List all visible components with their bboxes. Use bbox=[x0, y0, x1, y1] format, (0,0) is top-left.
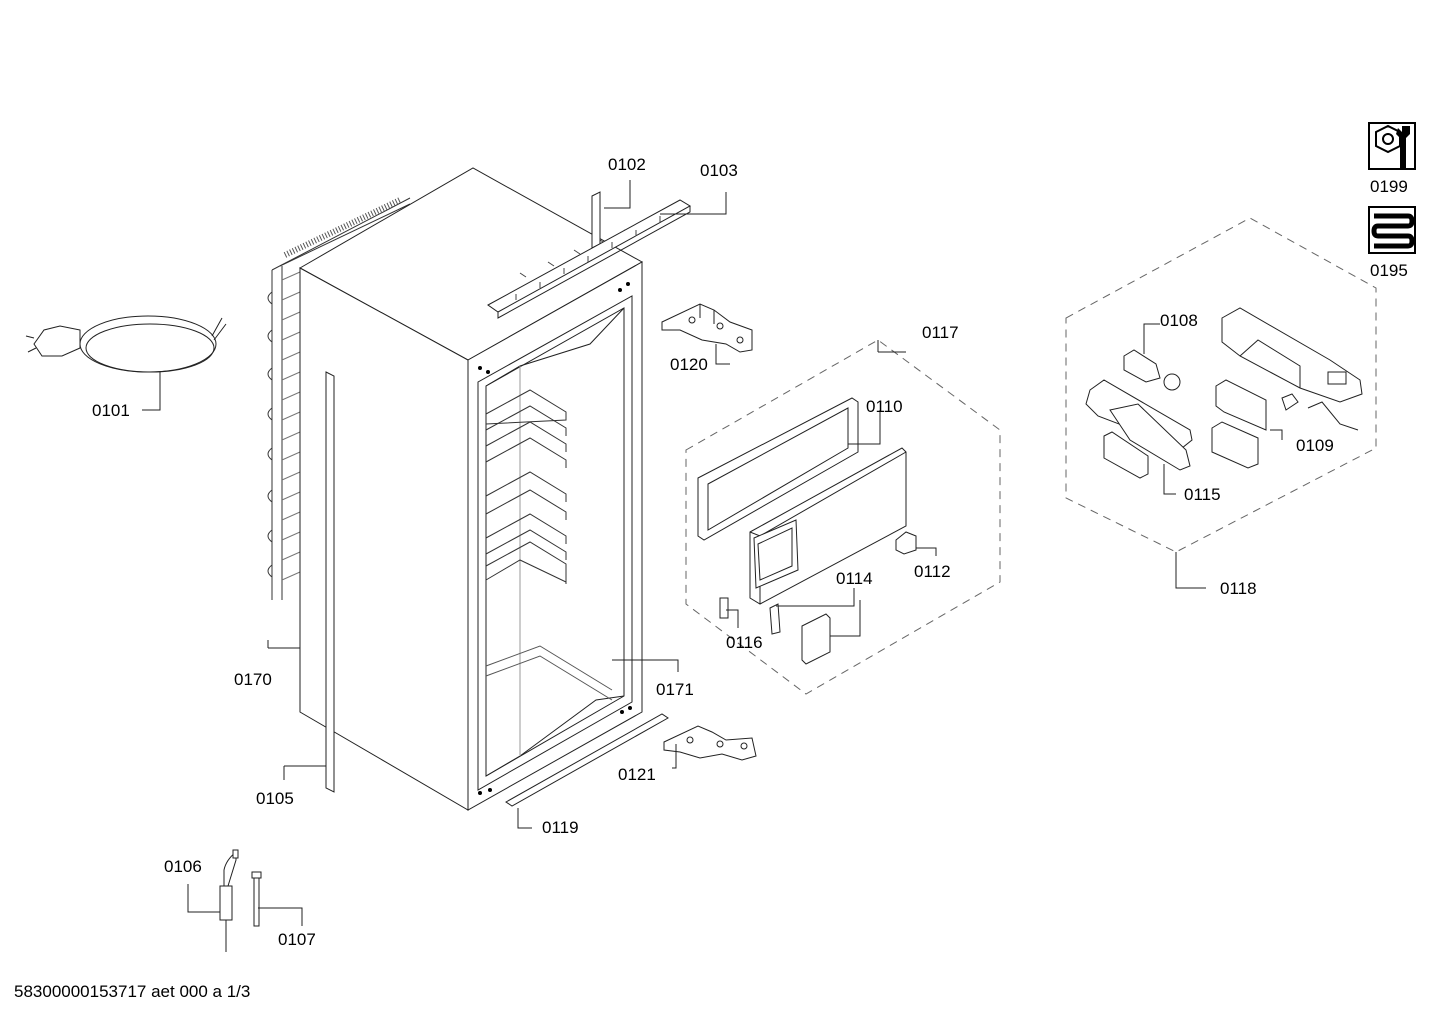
part-label-0121: 0121 bbox=[618, 765, 656, 784]
part-label-0114: 0114 bbox=[836, 569, 873, 588]
lamp-cover bbox=[1085, 379, 1193, 479]
temperature-sensor bbox=[219, 849, 239, 952]
top-rails bbox=[487, 191, 692, 319]
coil-icon bbox=[1368, 206, 1416, 254]
part-label-0170: 0170 bbox=[234, 670, 272, 689]
part-label-0103: 0103 bbox=[700, 161, 738, 180]
bottom-strip bbox=[505, 713, 669, 807]
icon-label-0195: 0195 bbox=[1370, 261, 1408, 280]
part-label-0117: 0117 bbox=[922, 323, 959, 342]
document-id-footer: 58300000153717 aet 000 a 1/3 bbox=[14, 982, 251, 1001]
part-label-0102: 0102 bbox=[608, 155, 646, 174]
part-label-0115: 0115 bbox=[1184, 485, 1221, 504]
door-frame-0110 bbox=[697, 397, 859, 541]
icon-label-0199: 0199 bbox=[1370, 177, 1408, 196]
lower-hinge bbox=[663, 725, 757, 761]
part-label-0101: 0101 bbox=[92, 401, 130, 420]
part-label-0120: 0120 bbox=[670, 355, 708, 374]
door-panel bbox=[749, 447, 907, 605]
condenser-coil bbox=[267, 197, 411, 600]
door-group bbox=[685, 339, 1001, 695]
refrigerator-cabinet bbox=[298, 167, 644, 811]
part-label-0112: 0112 bbox=[914, 562, 951, 581]
part-label-0119: 0119 bbox=[542, 818, 579, 837]
control-housing bbox=[1221, 307, 1363, 403]
door-seal-strip bbox=[325, 371, 335, 793]
part-label-0105: 0105 bbox=[256, 789, 294, 808]
lamp-socket bbox=[1123, 349, 1181, 391]
part-label-0107: 0107 bbox=[278, 930, 316, 949]
wrench-nut-icon bbox=[1368, 122, 1416, 170]
part-label-0171: 0171 bbox=[656, 680, 694, 699]
part-label-0109: 0109 bbox=[1296, 436, 1334, 455]
control-board bbox=[1211, 379, 1359, 469]
part-label-0106: 0106 bbox=[164, 857, 202, 876]
power-cord bbox=[25, 315, 227, 373]
upper-hinge bbox=[661, 303, 753, 353]
leader-lines bbox=[142, 180, 1283, 926]
part-label-0116: 0116 bbox=[726, 633, 763, 652]
part-label-0108: 0108 bbox=[1160, 311, 1198, 330]
sensor-tube bbox=[251, 871, 262, 927]
door-parts bbox=[719, 531, 917, 665]
control-group bbox=[1065, 217, 1377, 553]
part-label-0118: 0118 bbox=[1220, 579, 1257, 598]
part-label-0110: 0110 bbox=[866, 397, 903, 416]
